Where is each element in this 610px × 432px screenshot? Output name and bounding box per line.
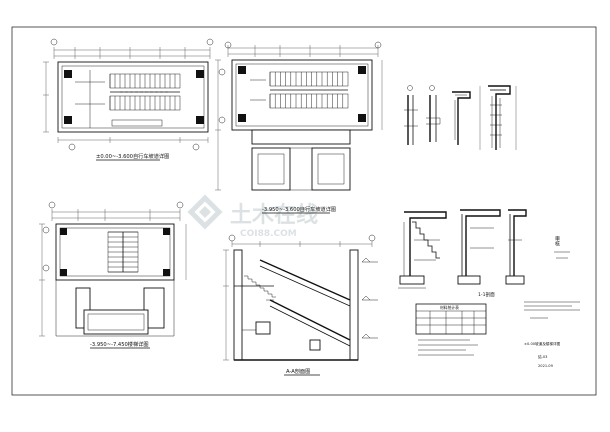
section-a-a: A-A剖面图 xyxy=(223,234,378,376)
vertical-stamp: 审核 xyxy=(554,235,560,247)
plan2-caption: -3.950~-3.600自行车坡道详图 xyxy=(262,205,336,213)
stair-reinforcement-details: 1-1剖面 xyxy=(398,209,527,298)
svg-text:COI88.COM: COI88.COM xyxy=(240,229,297,239)
section-caption: A-A剖面图 xyxy=(286,367,310,375)
material-table-title: 材料统计表 xyxy=(440,305,459,310)
drawing-date: 2021.09 xyxy=(538,364,554,368)
plan-stair-lower: -3.950~-7.450楼梯详图 xyxy=(39,201,187,349)
plan1-caption: ±0.00~-3.600自行车坡道详图 xyxy=(96,152,169,160)
drawing-number: 结-03 xyxy=(538,354,547,359)
watermark: 土木在线 COI88.COM xyxy=(187,194,318,239)
watermark-text: 土木在线 xyxy=(230,202,318,228)
stair-section-label: 1-1剖面 xyxy=(478,291,495,298)
drawing-title: ±0.00坡道及楼梯详图 xyxy=(524,341,561,346)
plan-bicycle-ramp-upper: ±0.00~-3.600自行车坡道详图 xyxy=(43,38,214,161)
plan-bicycle-ramp-lower: -3.950~-3.600自行车坡道详图 xyxy=(215,41,383,214)
title-block: 审核 ±0.00坡道及楼梯详图 结-03 2021.09 xyxy=(524,235,580,368)
material-table: 材料统计表 xyxy=(415,303,487,356)
details-top-right xyxy=(404,85,517,150)
sheet-border xyxy=(11,26,597,396)
plan3-caption: -3.950~-7.450楼梯详图 xyxy=(90,340,149,348)
